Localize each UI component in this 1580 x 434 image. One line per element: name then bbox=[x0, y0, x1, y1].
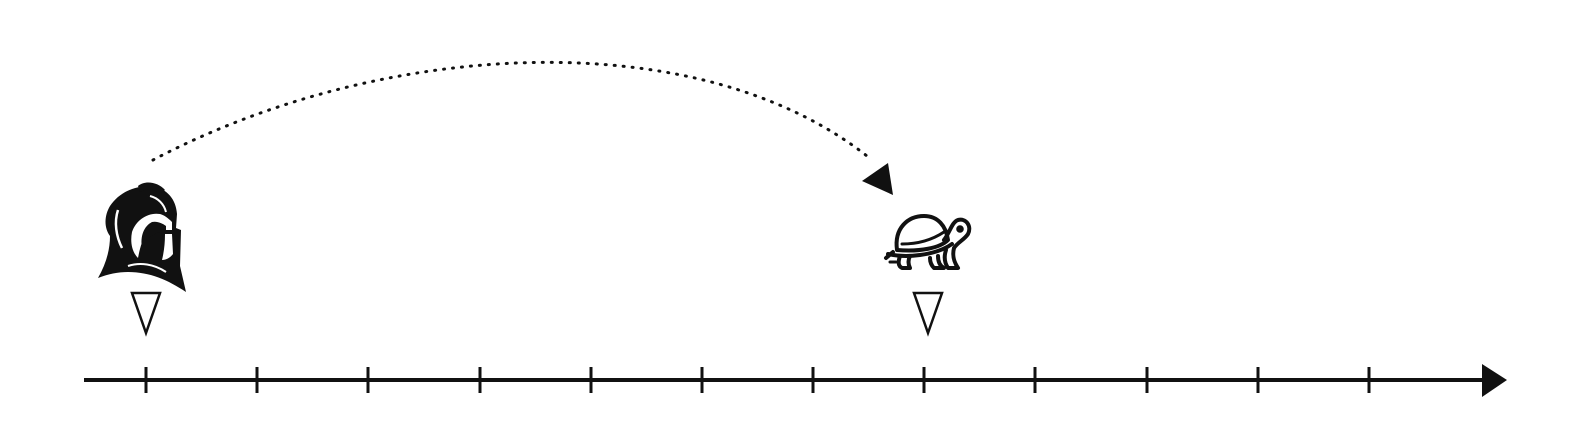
spartan-helmet-icon bbox=[98, 182, 186, 292]
warrior-marker bbox=[130, 291, 162, 337]
jump-arc bbox=[151, 60, 874, 162]
tortoise-icon bbox=[884, 214, 972, 270]
jump-arc-arrowhead bbox=[862, 163, 893, 195]
number-line-ticks bbox=[144, 367, 1371, 393]
number-line-arrowhead bbox=[1482, 364, 1507, 397]
tortoise-marker bbox=[912, 291, 944, 337]
